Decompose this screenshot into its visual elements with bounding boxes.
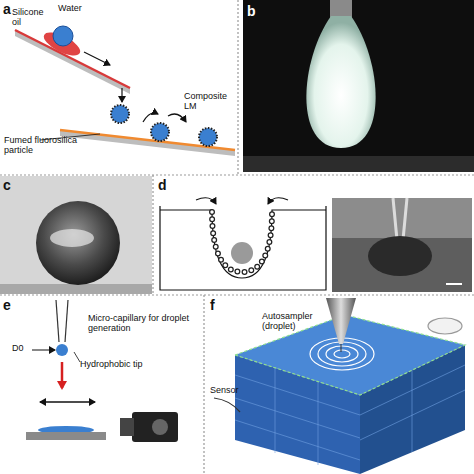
- autosampler-tip: [326, 298, 356, 344]
- part-label: Hydrophobic tip: [80, 360, 170, 370]
- grid-line: [318, 382, 319, 465]
- photo-background: [243, 0, 474, 172]
- needle: [341, 344, 342, 352]
- panel-divider: [203, 295, 204, 474]
- panel-divider: [0, 174, 474, 175]
- roll-arrow: [84, 52, 110, 65]
- substrate: [243, 156, 474, 172]
- moving-stage: [26, 432, 106, 440]
- droplet: [231, 242, 253, 264]
- grid-line: [360, 390, 465, 440]
- panel-letter: d: [158, 178, 172, 193]
- hanging-droplet: [306, 16, 375, 148]
- photo-background: [332, 198, 472, 292]
- capillary-tip: [330, 0, 352, 18]
- fold-arrow: [196, 198, 216, 204]
- photo-background: [0, 176, 152, 294]
- tweezers: [393, 198, 397, 240]
- part-label: Sensor: [210, 386, 260, 396]
- part-label: Water: [58, 4, 98, 14]
- grid-line: [235, 398, 360, 438]
- leader-line: [74, 352, 80, 362]
- panel-divider: [237, 0, 238, 175]
- spiral-channel: [326, 346, 358, 362]
- marble-in-bed: [368, 236, 432, 276]
- panel-divider: [152, 175, 153, 295]
- panel-letter: c: [3, 178, 17, 193]
- diameter-marker: [32, 350, 55, 351]
- scale-bar: [446, 283, 462, 285]
- substrate: [0, 284, 152, 294]
- particle-layer: [212, 212, 272, 272]
- grid-line: [235, 375, 360, 415]
- dimension-label: D0: [12, 344, 34, 354]
- liquid-marble: [36, 201, 120, 285]
- petri-dish: [428, 318, 462, 334]
- grid-line: [235, 420, 360, 460]
- composite-marble: [199, 128, 217, 146]
- capillary-wall: [56, 300, 59, 342]
- roll-arrow: [168, 114, 186, 122]
- flexible-membrane: [160, 210, 326, 278]
- part-label: Composite LM: [184, 92, 236, 112]
- container: [160, 206, 326, 290]
- fall-arrow: [121, 88, 122, 102]
- reflection: [50, 229, 94, 247]
- grid-line: [412, 370, 413, 452]
- spiral-channel: [334, 350, 350, 358]
- panel-letter: f: [210, 298, 224, 313]
- device-side: [360, 345, 465, 474]
- sensor-wire: [214, 398, 240, 412]
- panel-divider: [0, 294, 474, 295]
- part-label: Fumed fluorosilica particle: [4, 136, 96, 156]
- tweezers: [403, 198, 407, 240]
- part-label: Autosampler (droplet): [262, 312, 334, 332]
- spiral-channel: [318, 342, 366, 366]
- coated-droplet: [151, 123, 169, 141]
- camera-dial: [152, 419, 168, 435]
- panel-letter: e: [3, 298, 17, 313]
- motion-arrow: [40, 401, 95, 403]
- part-label: Micro-capillary for droplet generation: [88, 314, 196, 334]
- drop-arrow: [61, 362, 64, 388]
- roll-arrow: [143, 113, 158, 122]
- water-droplet: [53, 26, 73, 46]
- camera-lens: [120, 418, 134, 436]
- particle-layer: [212, 212, 272, 272]
- droplet: [56, 344, 68, 356]
- coated-droplet: [111, 105, 129, 123]
- grid-line: [275, 368, 276, 453]
- panel-letter: b: [247, 4, 261, 19]
- camera-body: [132, 412, 178, 442]
- device-front: [235, 355, 360, 474]
- part-label: Silicone oil: [12, 8, 52, 28]
- fold-arrow: [268, 198, 288, 204]
- grid-line: [360, 365, 465, 415]
- capillary-wall: [65, 300, 68, 342]
